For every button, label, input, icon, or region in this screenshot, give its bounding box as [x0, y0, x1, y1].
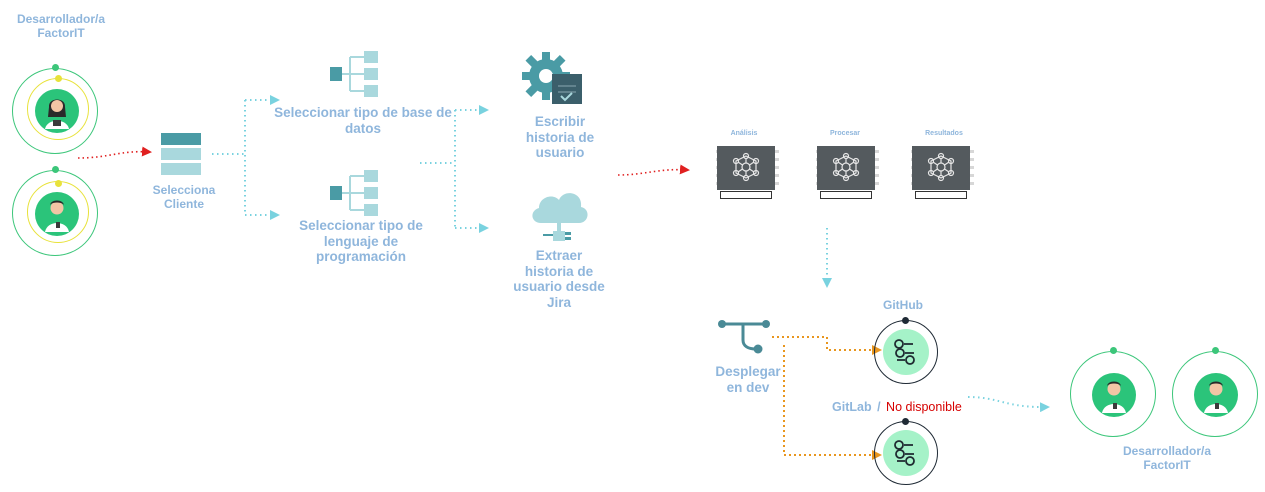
processor-icon: [832, 152, 860, 182]
developer-label-bottom: Desarrollador/a FactorIT: [1122, 444, 1212, 472]
arrow-mid-fork: [420, 110, 456, 228]
gitlab-separator: /: [877, 400, 881, 414]
table-stack-icon: [161, 133, 201, 175]
checklist-icon: [883, 430, 929, 476]
gitlab-status: No disponible: [886, 400, 962, 414]
repo-github-label: GitHub: [883, 298, 923, 312]
checklist-icon: [883, 329, 929, 375]
node-extraer-historia: Extraer historia de usuario desde Jira: [513, 248, 605, 310]
man-avatar-icon: [1092, 373, 1136, 417]
node-tipo-lenguaje: Seleccionar tipo de lenguaje de programa…: [299, 218, 423, 264]
woman-avatar-icon: [35, 89, 79, 133]
processor-icon: [927, 152, 955, 182]
branch-icon: [718, 320, 770, 354]
man-avatar-icon: [1194, 373, 1238, 417]
developer-label-top: Desarrollador/a FactorIT: [16, 12, 106, 40]
man-avatar-icon: [35, 192, 79, 236]
stage-resultados-label: Resultados: [925, 130, 963, 137]
gitlab-name: GitLab: [832, 400, 872, 414]
repo-gitlab-label: GitLab / No disponible: [832, 400, 972, 414]
stage-analisis-label: Análisis: [730, 130, 758, 137]
node-tipo-base-datos: Seleccionar tipo de base de datos: [274, 105, 452, 136]
stage-procesar-label: Procesar: [830, 130, 860, 137]
arrow-to-final-devs: [967, 396, 1050, 413]
gear-document-icon: [522, 52, 582, 104]
arrow-to-github: [772, 336, 882, 355]
arrow-dev-to-cliente: [77, 146, 152, 159]
hierarchy-icon: [330, 170, 378, 216]
cloud-plug-icon: [532, 193, 588, 241]
arrow-to-gitlab: [783, 345, 882, 460]
arrow-to-pipeline: [617, 164, 690, 176]
node-desplegar: Desplegar en dev: [715, 364, 781, 395]
node-escribir-historia: Escribir historia de usuario: [525, 114, 595, 160]
processor-icon: [732, 152, 760, 182]
node-selecciona-cliente: Selecciona Cliente: [152, 183, 216, 211]
hierarchy-icon: [330, 51, 378, 97]
arrow-cliente-fork: [212, 100, 246, 215]
